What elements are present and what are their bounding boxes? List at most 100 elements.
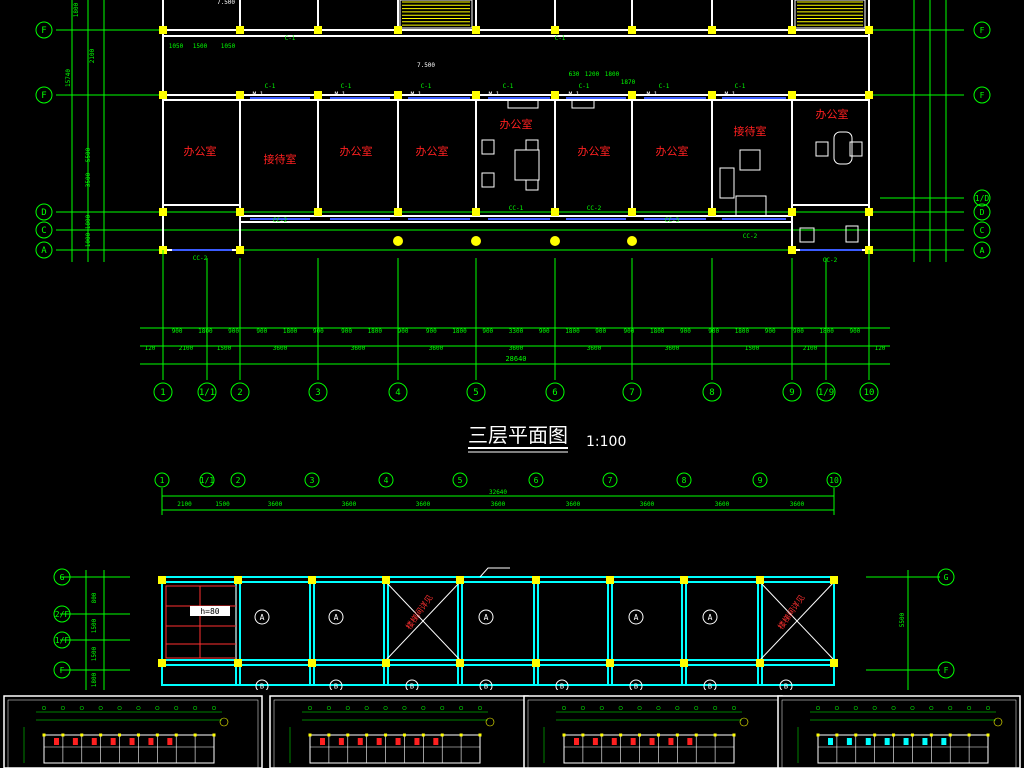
column-axis-10-label: 10 (864, 388, 875, 398)
s-column-axis-8-label: 8 (682, 476, 687, 485)
dimension-row2: 3600 (429, 345, 444, 352)
beam-label-label: B (260, 682, 264, 690)
row-axis-right-A: A (973, 241, 991, 259)
row-axis-left-F: F (35, 86, 53, 104)
dimension-row2: 3600 (509, 345, 524, 352)
column-axis-3-label: 3 (315, 388, 320, 398)
column (788, 246, 796, 254)
column-axis-5-label: 5 (473, 388, 478, 398)
column (788, 26, 796, 34)
row-axis-right-F-label: F (980, 26, 985, 35)
dimension-row1: 900 (849, 328, 860, 335)
column (472, 91, 480, 99)
column-axis-4: 4 (388, 382, 408, 402)
slab-label: A (254, 609, 270, 625)
wall-code: CC-3 (665, 217, 680, 224)
slab-thickness-note: h=80 (200, 607, 219, 616)
door-code: M-1 (569, 91, 580, 98)
column-axis-7: 7 (622, 382, 642, 402)
column-axis-5: 5 (466, 382, 486, 402)
dimension-row1: 900 (765, 328, 776, 335)
side-dimension: 5500 (85, 147, 92, 162)
dimension-row2: 3600 (587, 345, 602, 352)
thumb-3[interactable] (523, 695, 783, 768)
row-axis-left-F-label: F (41, 91, 46, 101)
structure-column (234, 659, 242, 667)
column (472, 26, 480, 34)
column-axis-7-label: 7 (629, 388, 634, 398)
slab-label-label: A (484, 613, 489, 622)
dimension-row2: 3600 (273, 345, 288, 352)
structure-column (756, 576, 764, 584)
structure-dimension: 3600 (790, 501, 805, 508)
s-row-axis-right-G-label: G (944, 573, 949, 582)
structure-column (308, 576, 316, 584)
s-column-axis-4: 4 (378, 472, 394, 488)
structure-side-dimension: 1800 (91, 672, 98, 687)
side-dimension: 3500 (85, 172, 92, 187)
dimension-row2: 2100 (803, 345, 818, 352)
structure-column (830, 659, 838, 667)
column (159, 26, 167, 34)
elevation-mark: 7.500 (217, 0, 235, 6)
dimension-row1: 900 (793, 328, 804, 335)
dimension-row1: 900 (228, 328, 239, 335)
structure-side-dimension: 5500 (899, 612, 906, 627)
row-axis-right-1/D: 1/D (973, 189, 991, 207)
room-label: 办公室 (816, 107, 849, 121)
s-column-axis-9: 9 (752, 472, 768, 488)
structure-column (382, 576, 390, 584)
row-axis-left-F-label: F (41, 26, 46, 36)
dimension-row1: 900 (595, 328, 606, 335)
s-column-axis-3: 3 (304, 472, 320, 488)
dimension-row2: 120 (145, 345, 156, 352)
thumb-1[interactable] (3, 695, 263, 768)
row-axis-right-1/D-label: 1/D (975, 194, 990, 203)
s-column-axis-7: 7 (602, 472, 618, 488)
dimension-row1: 900 (256, 328, 267, 335)
window-code: C-1 (341, 83, 352, 90)
room-label: 办公室 (578, 144, 611, 158)
s-row-axis-2/F-label: 2/F (55, 610, 70, 619)
window-code: C-1 (503, 83, 514, 90)
top-dimension: 1870 (621, 79, 636, 86)
structure-column (606, 576, 614, 584)
dimension-row2: 120 (875, 345, 886, 352)
dimension-row1: 1800 (565, 328, 580, 335)
side-dimension: 1000 (85, 232, 92, 247)
slab-label: A (328, 609, 344, 625)
beam-label-label: B (784, 682, 788, 690)
window-code: C-1 (265, 83, 276, 90)
s-row-axis-right-F: F (937, 661, 955, 679)
s-column-axis-1: 1 (154, 472, 170, 488)
room-label: 接待室 (734, 124, 767, 138)
thumb-4[interactable] (777, 695, 1021, 768)
column (865, 26, 873, 34)
column (236, 91, 244, 99)
row-axis-right-F: F (973, 86, 991, 104)
dimension-row1: 1800 (735, 328, 750, 335)
column (628, 26, 636, 34)
structure-dimension: 3600 (566, 501, 581, 508)
thumb-2[interactable] (269, 695, 529, 768)
dimension-row2: 3600 (351, 345, 366, 352)
dimension-row1: 900 (482, 328, 493, 335)
row-axis-left-C-label: C (41, 226, 46, 236)
structure-column (532, 659, 540, 667)
row-axis-right-D-label: D (980, 208, 985, 217)
window-code: C-1 (421, 83, 432, 90)
s-column-axis-2: 2 (230, 472, 246, 488)
structure-dimension: 3600 (491, 501, 506, 508)
s-column-axis-10-label: 10 (829, 476, 839, 485)
structure-column (830, 576, 838, 584)
side-dimension: 2100 (89, 48, 96, 63)
s-column-axis-10: 10 (826, 472, 842, 488)
s-row-axis-2/F: 2/F (53, 605, 71, 623)
row-axis-left-F: F (35, 21, 53, 39)
column (394, 208, 402, 216)
door-code: M-1 (253, 91, 264, 98)
structure-side-dimension: 1500 (91, 618, 98, 633)
column-axis-2-label: 2 (237, 388, 242, 398)
slab-label: A (702, 609, 718, 625)
